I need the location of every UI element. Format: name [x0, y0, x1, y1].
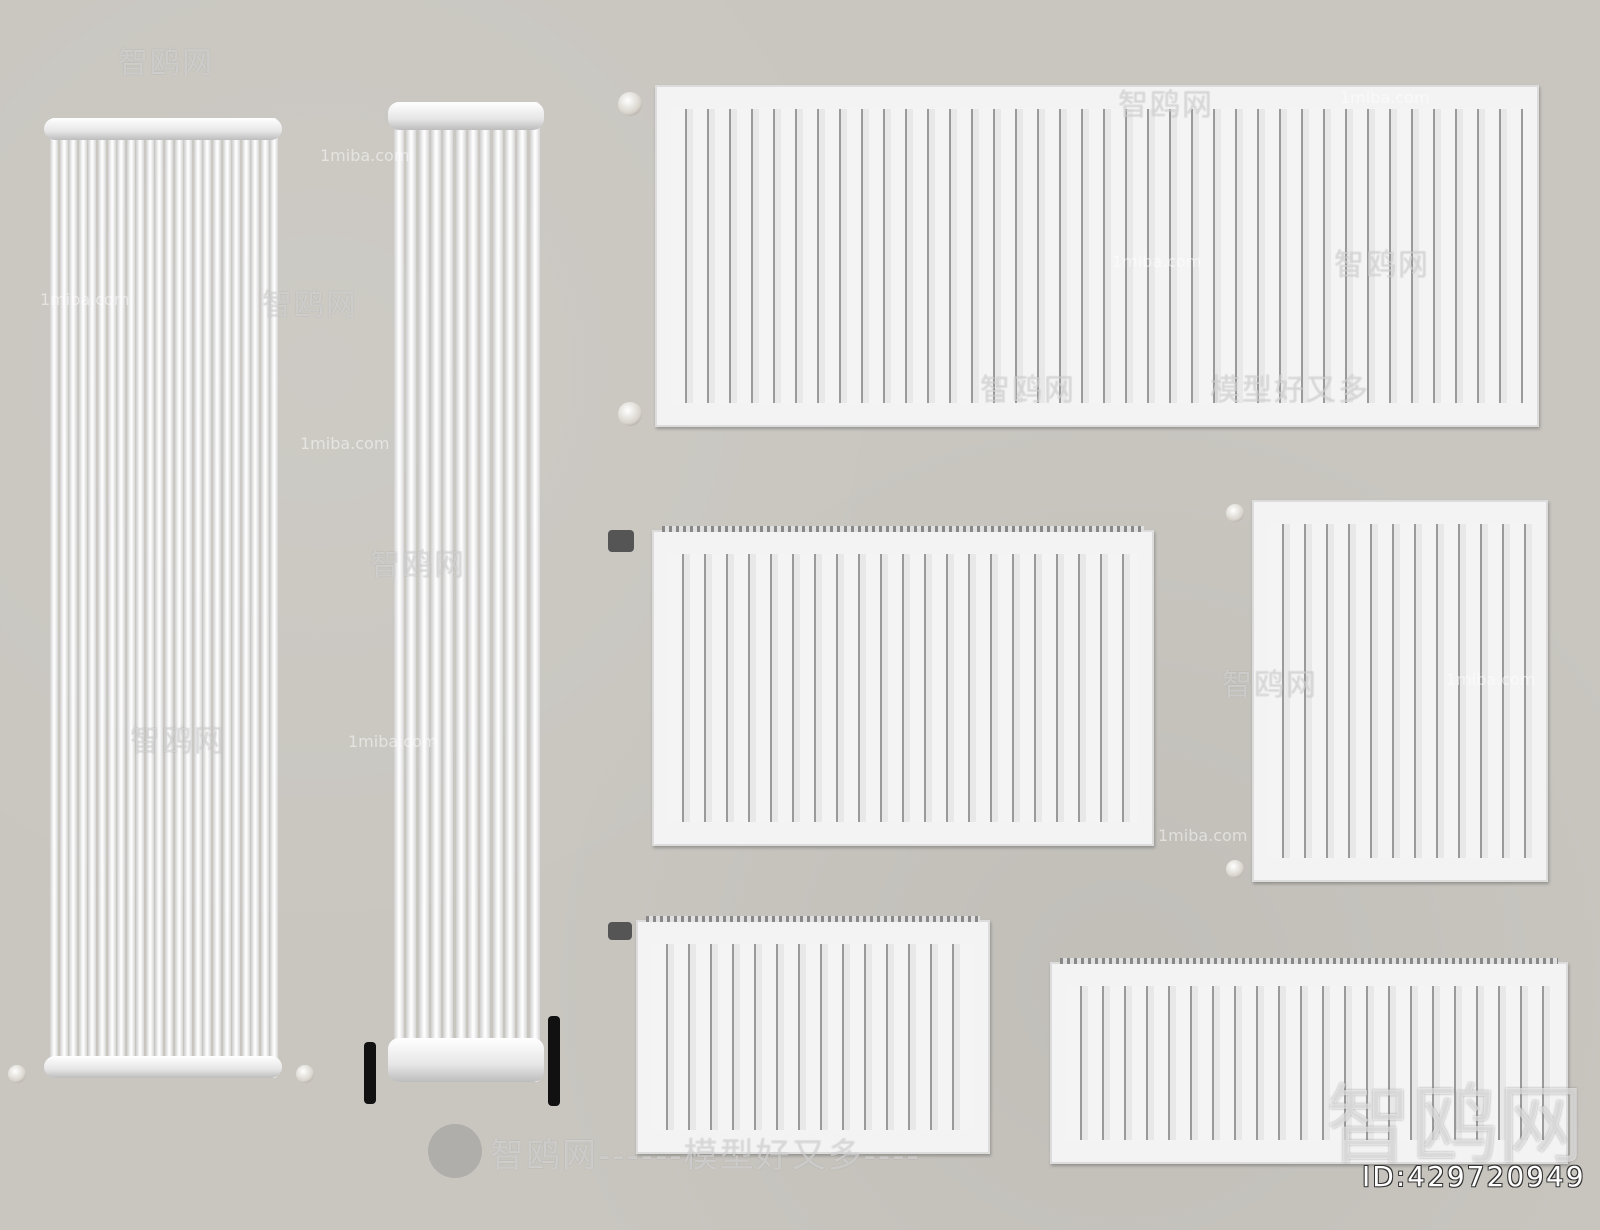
watermark-text: 智鸥网 [980, 373, 1076, 408]
radiator-tube [492, 102, 503, 1082]
bleed-valve-icon [1226, 860, 1244, 878]
radiator-bottom-header [44, 1056, 282, 1078]
radiator-tube [117, 118, 126, 1078]
watermark-text: 智鸥网 [370, 548, 466, 583]
watermark-text: 智鸥网 [118, 46, 214, 81]
radiator-tube [97, 118, 106, 1078]
watermark-text: 智鸥网 [1222, 668, 1318, 703]
radiator-tube [50, 118, 58, 1078]
radiator-tube [418, 102, 429, 1082]
radiator-tube [443, 102, 454, 1082]
radiator-tube [517, 102, 528, 1082]
radiator-tube [126, 118, 135, 1078]
watermark-banner: 智鸥网------模型好又多---- [490, 1136, 921, 1176]
watermark-text: 智鸥网 [262, 288, 358, 323]
watermark-url: 1miba.com [1112, 252, 1202, 271]
watermark-text: 智鸥网 [130, 724, 226, 759]
watermark-url: 1miba.com [1158, 826, 1248, 845]
radiator-tube [480, 102, 491, 1082]
radiator-tube [468, 102, 478, 1082]
radiator-tube [193, 118, 202, 1078]
radiator-tube [212, 118, 221, 1078]
black-valve-icon [548, 1016, 560, 1106]
radiator-tube [241, 118, 250, 1078]
panel-radiator-bottom-left [636, 916, 990, 1154]
radiator-tube [145, 118, 154, 1078]
column-radiator-6 [388, 102, 544, 1082]
radiator-tube [184, 118, 193, 1078]
bleed-valve-icon [1226, 504, 1244, 522]
radiator-tube [406, 102, 417, 1082]
radiator-tube [155, 118, 164, 1078]
model-id-label: ID:429720949 [1362, 1160, 1586, 1193]
radiator-tube [455, 102, 466, 1082]
radiator-tube [165, 118, 173, 1078]
black-valve-icon [364, 1042, 376, 1104]
radiator-tube [505, 102, 515, 1082]
radiator-tube [59, 118, 68, 1078]
radiator-tube [270, 118, 279, 1078]
radiator-tube [260, 118, 269, 1078]
watermark-logo-icon [428, 1124, 482, 1178]
radiator-tube [251, 118, 260, 1078]
radiator-bottom-header [388, 1038, 544, 1082]
radiator-tube [107, 118, 116, 1078]
watermark-url: 1miba.com [40, 290, 130, 309]
panel-radiator-bottom-right [1050, 958, 1568, 1164]
panel-radiator-wide [655, 85, 1539, 427]
watermark-text: 模型好又多 [1210, 373, 1370, 408]
radiator-tube [203, 118, 212, 1078]
radiator-tube [232, 118, 241, 1078]
watermark-url: 1miba.com [348, 732, 438, 751]
thermostat-head-icon [608, 530, 634, 552]
bleed-valve-icon [8, 1065, 26, 1083]
radiator-tube [529, 102, 540, 1082]
radiator-top-header [388, 102, 544, 130]
bleed-valve-icon [618, 402, 642, 426]
radiator-tube [431, 102, 441, 1082]
watermark-url: 1miba.com [1446, 670, 1536, 689]
radiator-tube [88, 118, 97, 1078]
bleed-valve-icon [296, 1065, 314, 1083]
thermostat-head-icon [608, 922, 632, 940]
radiator-tube [222, 118, 231, 1078]
panel-radiator-right [1252, 500, 1548, 882]
watermark-url: 1miba.com [300, 434, 390, 453]
radiator-tube [174, 118, 183, 1078]
radiator-tube [136, 118, 145, 1078]
watermark-url: 1miba.com [1340, 88, 1430, 107]
watermark-url: 1miba.com [320, 146, 410, 165]
radiator-tube [394, 102, 404, 1082]
radiator-tube [69, 118, 78, 1078]
column-radiator-12 [44, 118, 282, 1078]
panel-radiator-middle [652, 526, 1154, 846]
watermark-text: 智鸥网 [1118, 88, 1214, 123]
watermark-text: 智鸥网 [1334, 248, 1430, 283]
bleed-valve-icon [618, 92, 642, 116]
watermark-big: 智鸥网 [1326, 1076, 1584, 1176]
radiator-top-header [44, 118, 282, 140]
radiator-tube [78, 118, 87, 1078]
